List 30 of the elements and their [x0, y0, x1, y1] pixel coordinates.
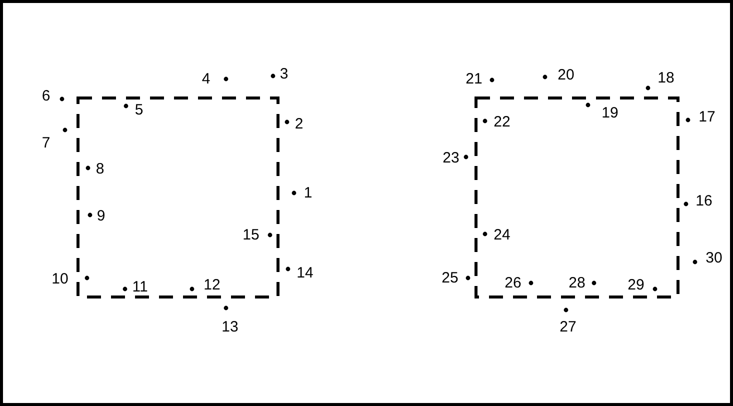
point-number: 18: [658, 70, 674, 86]
point-number: 2: [294, 116, 304, 132]
point-number: 9: [96, 208, 106, 224]
point-number: 22: [494, 114, 510, 130]
point-number: 14: [296, 266, 314, 280]
point-number: 1: [304, 186, 312, 200]
point-number: 23: [442, 150, 460, 166]
point-number: 15: [242, 228, 260, 242]
point-number: 26: [504, 276, 522, 290]
point-number: 5: [134, 102, 144, 118]
point-number: 6: [42, 88, 50, 104]
point-number: 30: [706, 250, 722, 266]
point-number: 19: [602, 106, 618, 120]
point-number: 17: [698, 110, 716, 124]
point-number: 3: [280, 66, 288, 82]
point-number: 12: [204, 278, 220, 292]
point-number: 29: [628, 278, 644, 292]
point-number: 25: [442, 270, 458, 286]
point-number: 11: [132, 280, 148, 294]
point-number: 4: [202, 72, 210, 86]
point-number: 28: [568, 276, 586, 290]
point-number: 13: [222, 320, 238, 334]
point-number: 7: [42, 136, 50, 150]
point-number: 16: [696, 194, 712, 208]
point-number: 20: [558, 68, 574, 82]
point-number: 21: [466, 72, 482, 86]
point-number: 24: [494, 228, 510, 242]
point-number: 8: [96, 162, 104, 176]
point-number: 10: [52, 272, 68, 286]
point-number: 27: [560, 320, 576, 334]
